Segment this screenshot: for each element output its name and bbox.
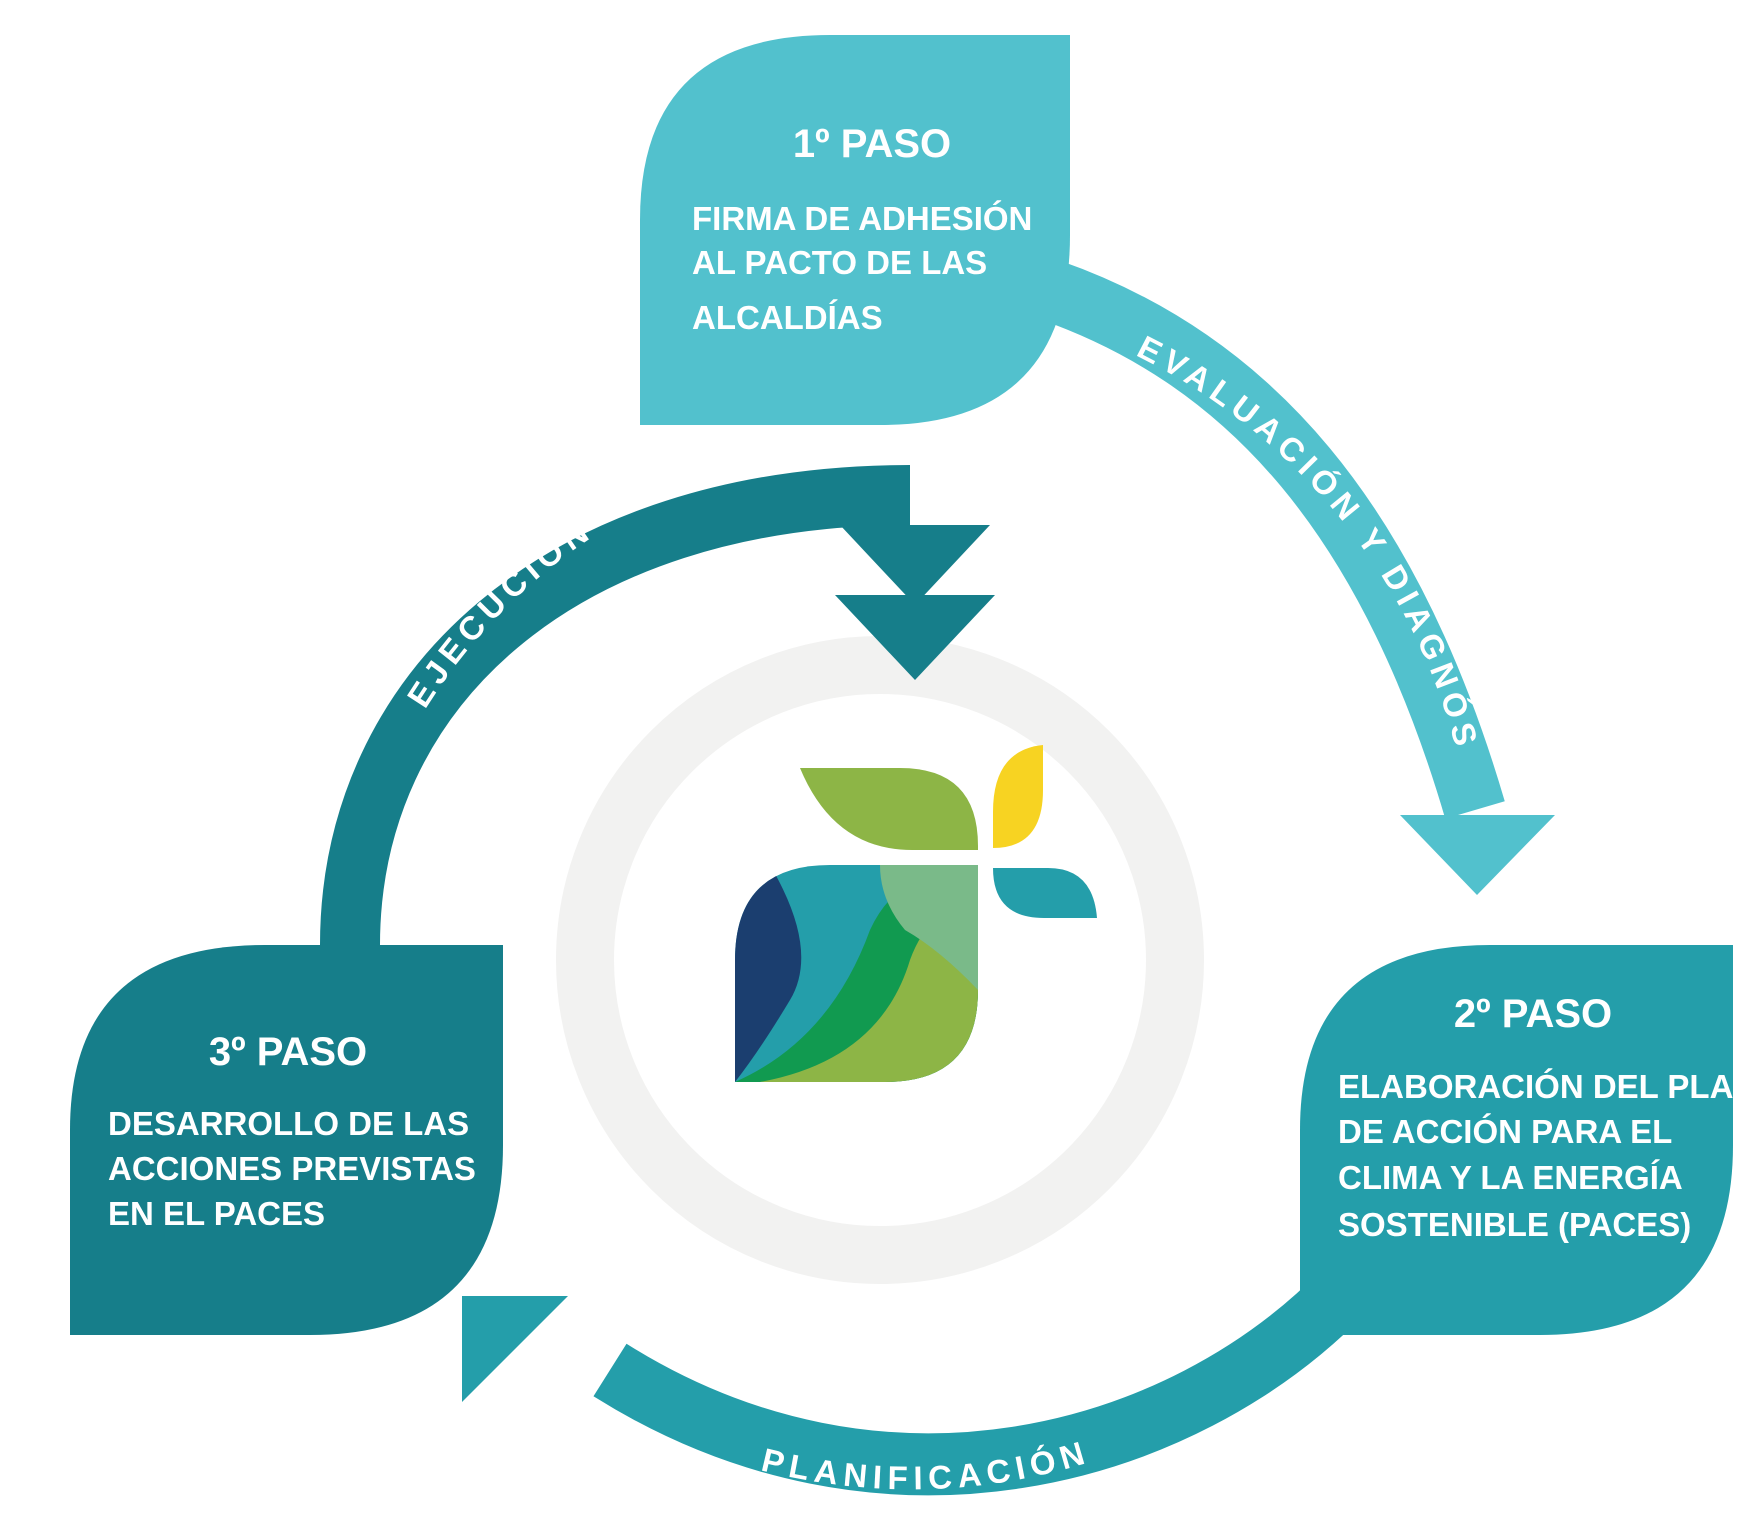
- ejecucion-arrowhead: [840, 525, 990, 605]
- step-3-line-1: DESARROLLO DE LAS: [108, 1105, 469, 1142]
- step-3-title: 3º PASO: [209, 1030, 367, 1074]
- ejecucion-arrowhead-bottom: [835, 595, 995, 680]
- step-3: 3º PASO DESARROLLO DE LAS ACCIONES PREVI…: [108, 1030, 476, 1232]
- evaluacion-arrow: [1039, 260, 1555, 895]
- step-1-box: [640, 35, 1070, 425]
- step-2-line-4: SOSTENIBLE (PACES): [1338, 1206, 1691, 1243]
- ejecucion-label: EJECUCIÓN: [400, 510, 600, 714]
- step-2-title: 2º PASO: [1454, 992, 1612, 1036]
- step-1-line-2: AL PACTO DE LAS: [692, 244, 987, 281]
- step-1: 1º PASO FIRMA DE ADHESIÓN AL PACTO DE LA…: [692, 122, 1032, 336]
- logo-body-navy: [735, 865, 802, 1082]
- step-3-line-3: EN EL PACES: [108, 1195, 325, 1232]
- step-2-line-2: DE ACCIÓN PARA EL: [1338, 1113, 1672, 1150]
- evaluacion-arc: [1039, 260, 1505, 819]
- step-2: 2º PASO ELABORACIÓN DEL PLAN DE ACCIÓN P…: [1338, 992, 1757, 1243]
- logo-body-mint: [880, 865, 978, 990]
- step-3-line-2: ACCIONES PREVISTAS: [108, 1150, 476, 1187]
- logo-teal-leaf: [993, 868, 1097, 918]
- step-2-line-3: CLIMA Y LA ENERGÍA: [1338, 1159, 1683, 1196]
- step-1-title: 1º PASO: [793, 122, 951, 166]
- planificacion-arrowhead: [462, 1296, 568, 1402]
- ejecucion-arc: [320, 465, 911, 946]
- evaluacion-arrowhead: [1400, 815, 1555, 895]
- logo-body-light-green: [760, 900, 978, 1082]
- ejecucion-arrow: [320, 465, 995, 946]
- background-ring: [556, 636, 1204, 1284]
- step-2-box: [1300, 945, 1733, 1335]
- step-3-box: [70, 945, 503, 1335]
- center-logo: [735, 745, 1097, 1082]
- step-1-line-3: ALCALDÍAS: [692, 299, 883, 336]
- planificacion-arrow: [462, 1268, 1368, 1496]
- step-1-line-1: FIRMA DE ADHESIÓN: [692, 200, 1032, 237]
- logo-green-leaf: [800, 768, 978, 850]
- logo-yellow-leaf: [993, 745, 1043, 848]
- planificacion-arc: [593, 1268, 1368, 1496]
- step-2-line-1: ELABORACIÓN DEL PLAN: [1338, 1068, 1757, 1105]
